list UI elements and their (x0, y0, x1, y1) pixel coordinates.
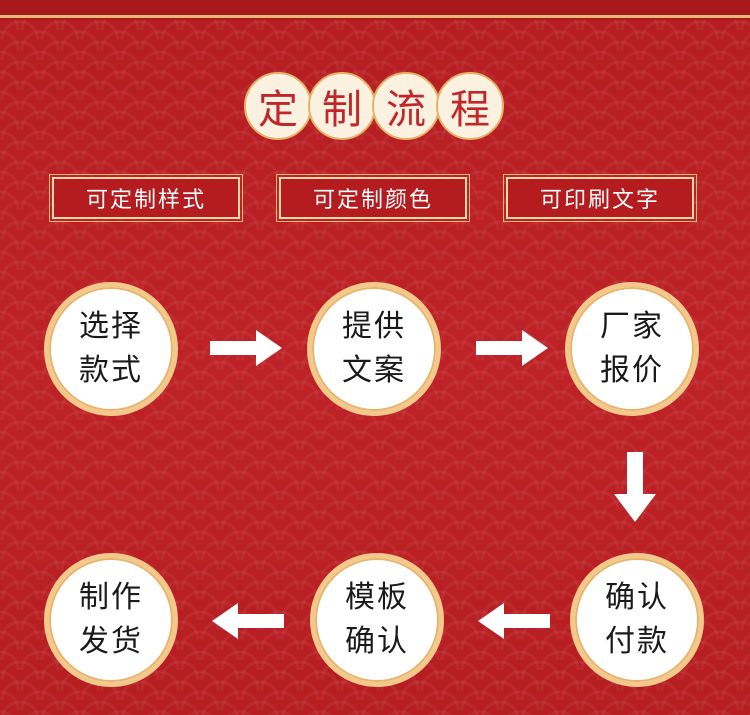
step-label-line2: 付款 (605, 624, 669, 659)
step-choose-style: 选择 款式 (44, 282, 178, 416)
tag-custom-style: 可定制样式 (49, 174, 243, 222)
step-provide-copy: 提供 文案 (307, 282, 441, 416)
page-title: 定 制 流 程 (244, 72, 506, 142)
arrow-left-icon (212, 603, 284, 639)
step-label-line1: 选择 (79, 309, 143, 344)
step-label-line2: 文案 (342, 353, 406, 388)
title-char-1: 定 (244, 72, 312, 140)
top-gold-line (0, 15, 750, 18)
step-produce-ship: 制作 发货 (44, 553, 178, 687)
step-label-line1: 厂家 (600, 309, 664, 344)
arrow-left-icon (478, 603, 550, 639)
step-factory-quote: 厂家 报价 (565, 282, 699, 416)
step-label-line2: 确认 (345, 624, 409, 659)
step-confirm-template: 模板 确认 (310, 553, 444, 687)
step-label-line2: 发货 (79, 624, 143, 659)
tag-custom-color: 可定制颜色 (276, 174, 470, 222)
step-label-line1: 确认 (605, 580, 669, 615)
arrow-down-icon (614, 452, 656, 522)
step-label-line1: 模板 (345, 580, 409, 615)
step-label-line2: 款式 (79, 353, 143, 388)
title-char-4: 程 (436, 72, 504, 140)
arrow-right-icon (210, 330, 282, 366)
step-confirm-payment: 确认 付款 (570, 553, 704, 687)
step-label-line1: 提供 (342, 309, 406, 344)
step-label-line1: 制作 (79, 580, 143, 615)
tag-print-text: 可印刷文字 (503, 174, 697, 222)
title-char-2: 制 (308, 72, 376, 140)
arrow-right-icon (476, 330, 548, 366)
step-label-line2: 报价 (600, 353, 664, 388)
title-char-3: 流 (372, 72, 440, 140)
